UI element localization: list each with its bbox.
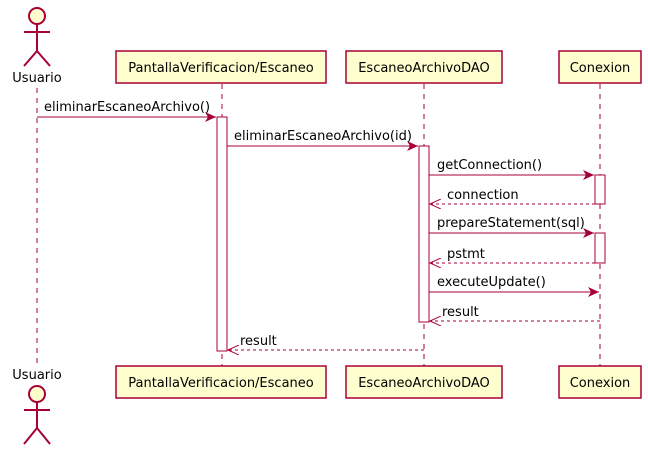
actor-usuario-top: Usuario xyxy=(12,7,62,86)
message-label: eliminarEscaneoArchivo(id) xyxy=(234,129,412,144)
participant-pantalla-top: PantallaVerificacion/Escaneo xyxy=(115,50,327,84)
participant-label: Conexion xyxy=(570,376,631,391)
actor-usuario-bottom: Usuario xyxy=(12,368,62,445)
message-6-return: pstmt xyxy=(430,247,595,263)
message-7: executeUpdate() xyxy=(429,275,599,297)
participant-label: Conexion xyxy=(570,61,631,76)
message-label: pstmt xyxy=(447,247,485,262)
actor-stick-figure-icon xyxy=(23,385,51,445)
message-1: eliminarEscaneoArchivo() xyxy=(37,100,216,122)
actor-stick-figure-icon xyxy=(23,7,51,67)
participant-dao-top: EscaneoArchivoDAO xyxy=(345,50,503,84)
participant-pantalla-bottom: PantallaVerificacion/Escaneo xyxy=(115,365,327,399)
participant-label: PantallaVerificacion/Escaneo xyxy=(128,61,314,76)
message-3: getConnection() xyxy=(429,158,594,180)
activation-conexion-1 xyxy=(594,174,606,205)
activation-pantalla xyxy=(216,116,228,352)
actor-label: Usuario xyxy=(12,71,61,86)
message-label: eliminarEscaneoArchivo() xyxy=(44,100,210,115)
participant-conexion-bottom: Conexion xyxy=(558,365,642,399)
activation-conexion-2 xyxy=(594,232,606,264)
activation-dao xyxy=(418,145,430,323)
actor-label: Usuario xyxy=(12,368,61,383)
message-9-return: result xyxy=(228,334,424,350)
message-label: prepareStatement(sql) xyxy=(437,216,585,231)
message-4-return: connection xyxy=(430,188,595,204)
participant-label: EscaneoArchivoDAO xyxy=(358,61,490,76)
participant-conexion-top: Conexion xyxy=(558,50,642,84)
participant-label: EscaneoArchivoDAO xyxy=(358,376,490,391)
message-5: prepareStatement(sql) xyxy=(429,216,594,238)
message-2: eliminarEscaneoArchivo(id) xyxy=(227,129,418,151)
message-label: result xyxy=(240,334,277,349)
message-label: getConnection() xyxy=(437,158,542,173)
participant-dao-bottom: EscaneoArchivoDAO xyxy=(345,365,503,399)
message-label: executeUpdate() xyxy=(437,275,546,290)
participant-label: PantallaVerificacion/Escaneo xyxy=(128,376,314,391)
message-label: connection xyxy=(447,188,519,203)
message-8-return: result xyxy=(430,305,600,321)
message-label: result xyxy=(442,305,479,320)
